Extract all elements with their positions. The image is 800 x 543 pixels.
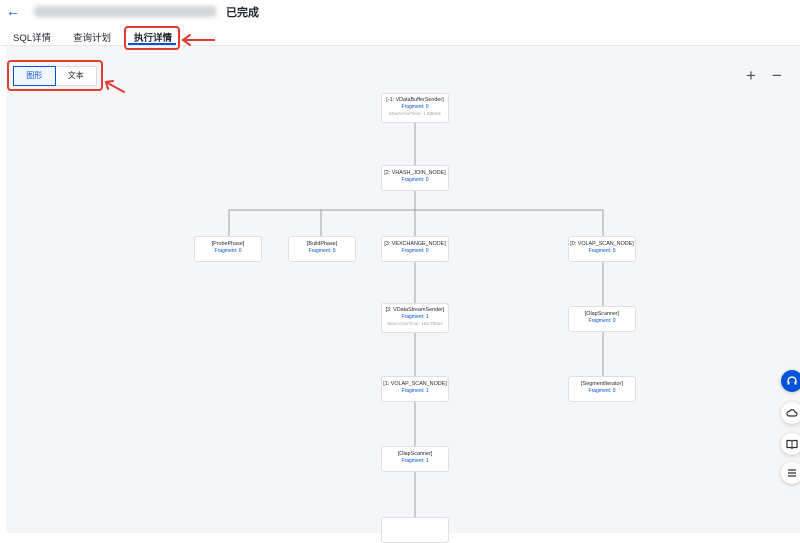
active-tab-indicator <box>128 43 176 45</box>
plan-node[interactable]: [2: VHASH_JOIN_NODE] Fragment: 0 <box>381 165 449 191</box>
plan-node-partial[interactable] <box>381 517 449 543</box>
node-fragment: Fragment: 1 <box>401 388 429 394</box>
plan-node[interactable]: [OlapScanner] Fragment: 0 <box>568 306 636 332</box>
tab-bar: SQL详情 查询计划 执行详情 <box>0 24 800 46</box>
plan-node[interactable]: [0: VOLAP_SCAN_NODE] Fragment: 0 <box>568 236 636 262</box>
plan-node[interactable]: [ProbePhase] Fragment: 0 <box>194 236 262 262</box>
highlight-box-tab <box>124 26 180 50</box>
node-fragment: Fragment: 0 <box>588 248 616 254</box>
redacted-query-id <box>34 6 216 17</box>
node-fragment: Fragment: 1 <box>401 458 429 464</box>
cloud-icon[interactable] <box>781 402 800 424</box>
view-text-button[interactable]: 文本 <box>67 71 84 80</box>
node-title: [-1: VDataBufferSender] <box>386 97 444 103</box>
book-icon[interactable] <box>781 433 800 455</box>
tab-sql-details[interactable]: SQL详情 <box>13 33 52 44</box>
plan-node[interactable]: [-1: VDataBufferSender] Fragment: 0 MaxA… <box>381 93 449 123</box>
node-title: [3: VDataStreamSender] <box>385 307 445 313</box>
node-fragment: Fragment: 0 <box>401 177 429 183</box>
node-active-time: MaxActiveTime: 163.756us <box>387 321 443 326</box>
node-active-time: MaxActiveTime: 1.986ms <box>389 111 441 116</box>
node-fragment: Fragment: 0 <box>401 248 429 254</box>
plan-node[interactable]: [SegmentIterator] Fragment: 0 <box>568 376 636 402</box>
tab-execution-details[interactable]: 执行详情 <box>134 33 173 44</box>
highlight-box-switch <box>7 60 103 91</box>
view-mode-switch: 图形 文本 <box>13 66 97 86</box>
node-title: [OlapScanner] <box>397 451 433 457</box>
query-status: 已完成 <box>226 7 259 19</box>
plan-node[interactable]: [3: VEXCHANGE_NODE] Fragment: 0 <box>381 236 449 262</box>
node-fragment: Fragment: 0 <box>588 318 616 324</box>
node-title: [SegmentIterator] <box>581 381 623 387</box>
node-fragment: Fragment: 0 <box>308 248 336 254</box>
zoom-out-button[interactable]: − <box>772 66 782 85</box>
node-title: [2: VHASH_JOIN_NODE] <box>384 170 446 176</box>
node-title: [1: VOLAP_SCAN_NODE] <box>383 381 447 387</box>
plan-node[interactable]: [OlapScanner] Fragment: 1 <box>381 446 449 472</box>
list-icon[interactable] <box>781 462 800 484</box>
plan-node[interactable]: [3: VDataStreamSender] Fragment: 1 MaxAc… <box>381 303 449 333</box>
tab-query-plan[interactable]: 查询计划 <box>73 33 112 44</box>
node-fragment: Fragment: 0 <box>401 104 429 110</box>
node-title: [ProbePhase] <box>211 241 245 247</box>
zoom-in-button[interactable]: + <box>746 66 756 85</box>
node-title: [3: VEXCHANGE_NODE] <box>384 241 446 247</box>
node-fragment: Fragment: 0 <box>588 388 616 394</box>
headset-icon[interactable] <box>781 370 800 392</box>
header: ← 已完成 <box>0 0 800 24</box>
node-fragment: Fragment: 0 <box>214 248 242 254</box>
back-arrow-icon[interactable]: ← <box>6 3 20 19</box>
node-fragment: Fragment: 1 <box>401 314 429 320</box>
view-graph-button[interactable]: 图形 <box>13 66 56 86</box>
node-title: [OlapScanner] <box>584 311 620 317</box>
node-title: [BuildPhase] <box>306 241 338 247</box>
plan-node[interactable]: [BuildPhase] Fragment: 0 <box>288 236 356 262</box>
node-title: [0: VOLAP_SCAN_NODE] <box>570 241 634 247</box>
plan-node[interactable]: [1: VOLAP_SCAN_NODE] Fragment: 1 <box>381 376 449 402</box>
